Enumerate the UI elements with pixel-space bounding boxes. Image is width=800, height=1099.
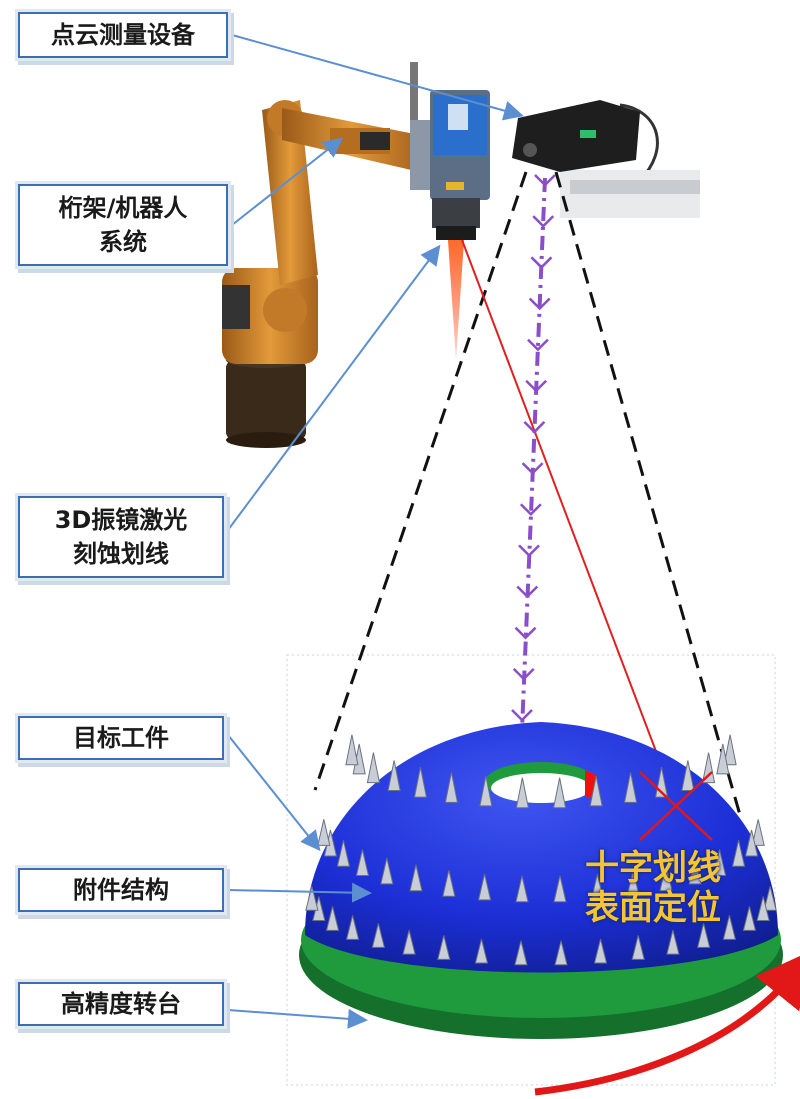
attachment-fin (318, 819, 330, 845)
label-workpiece-text: 目标工件 (73, 721, 169, 755)
scan-frustum-right (556, 172, 740, 815)
label-turntable: 高精度转台 (18, 982, 224, 1026)
label-laser: 3D振镜激光 刻蚀划线 (18, 496, 224, 578)
label-scanner-text: 点云测量设备 (51, 18, 195, 52)
scan-frustum-left (315, 172, 526, 790)
label-attachments-text: 附件结构 (73, 873, 169, 907)
robot-arm (222, 100, 420, 448)
label-scanner: 点云测量设备 (18, 12, 228, 58)
scanner-device (512, 100, 700, 218)
label-attachments: 附件结构 (18, 868, 224, 912)
label-turntable-text: 高精度转台 (61, 987, 181, 1021)
label-laser-text: 3D振镜激光 刻蚀划线 (55, 503, 188, 571)
marker-caption: 十字划线 表面定位 (578, 848, 728, 928)
label-workpiece: 目标工件 (18, 716, 224, 760)
attachment-fin (346, 735, 358, 765)
label-robot-text: 桁架/机器人 系统 (59, 191, 188, 259)
attachment-fin (367, 753, 379, 783)
laser-line (462, 240, 676, 804)
label-robot: 桁架/机器人 系统 (18, 184, 228, 266)
